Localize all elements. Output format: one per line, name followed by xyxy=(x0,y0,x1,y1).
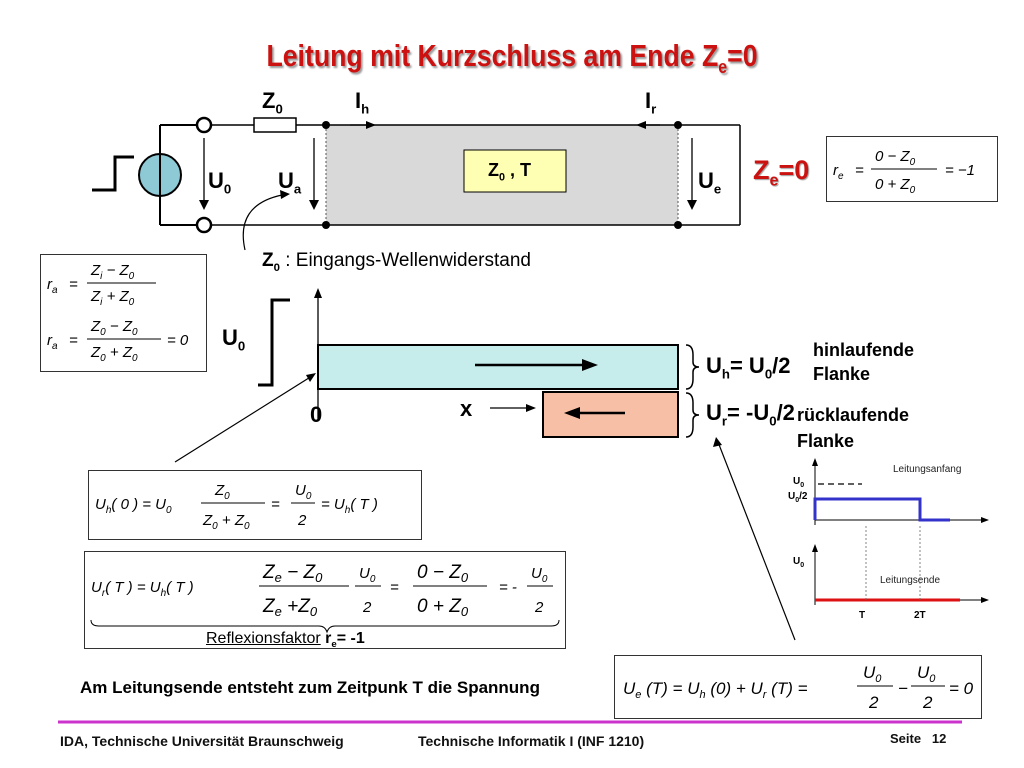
timing-u0-top: U0 xyxy=(793,476,805,489)
label-ih: Ih xyxy=(355,88,370,117)
timing-2t: 2T xyxy=(914,610,926,621)
svg-text:2: 2 xyxy=(297,512,307,529)
terminal-bottom xyxy=(195,216,213,234)
formula-ur: Ur( T ) = Uh( T ) Ze − Z0 Ze +Z0 U0 2 = … xyxy=(84,551,566,649)
svg-text:= Uh( T ): = Uh( T ) xyxy=(321,496,378,516)
svg-text:= -: = - xyxy=(499,579,517,596)
timing-leitungsanfang: Leitungsanfang xyxy=(893,464,962,475)
svg-text:Z0: Z0 xyxy=(214,482,230,502)
footer-page: Seite 12 xyxy=(890,731,947,746)
label-uh: Uh= U0/2 xyxy=(706,353,791,382)
svg-text:Zi + Z0: Zi + Z0 xyxy=(90,288,135,308)
svg-text:0 − Z0: 0 − Z0 xyxy=(417,562,469,585)
resistor-z0 xyxy=(253,117,297,133)
timing-leitungsende: Leitungsende xyxy=(880,575,941,586)
input-impedance-note: Z0 : Eingangs-Wellenwiderstand xyxy=(262,250,531,274)
svg-text:0 − Z0: 0 − Z0 xyxy=(875,148,916,168)
reflected-wave-bar xyxy=(542,391,679,438)
svg-text:Z0 − Z0: Z0 − Z0 xyxy=(90,318,138,338)
svg-text:Uh( 0 ) = U0: Uh( 0 ) = U0 xyxy=(95,496,172,516)
svg-text:=: = xyxy=(69,332,78,349)
label-z0: Z0 xyxy=(262,88,283,117)
reflection-factor-label: Reflexionsfaktor re= -1 xyxy=(206,630,365,651)
svg-text:re: re xyxy=(833,162,844,182)
formula-ra: ra = Zi − Z0 Zi + Z0 ra = Z0 − Z0 Z0 + Z… xyxy=(40,254,207,372)
terminal-top xyxy=(195,116,213,134)
timing-u0-half: U0/2 xyxy=(788,491,808,504)
step-symbol xyxy=(92,155,134,192)
label-ze: Ze=0 xyxy=(753,155,810,190)
svg-text:ra: ra xyxy=(47,276,58,296)
svg-text:U0: U0 xyxy=(295,482,312,502)
formula-uh: Uh( 0 ) = U0 Z0 Z0 + Z0 = U0 2 = Uh( T ) xyxy=(88,470,422,540)
svg-text:Z0 + Z0: Z0 + Z0 xyxy=(90,344,138,364)
conclusion-text: Am Leitungsende entsteht zum Zeitpunk T … xyxy=(80,678,540,697)
timing-t: T xyxy=(859,610,866,621)
timing-u0-bottom: U0 xyxy=(793,556,805,569)
svg-text:ra: ra xyxy=(47,332,58,352)
timing-anfang-line xyxy=(813,497,950,522)
page-title: Leitung mit Kurzschluss am Ende Ze=0 xyxy=(266,38,758,78)
wave-label-zero: 0 xyxy=(310,402,323,427)
svg-text:=: = xyxy=(69,276,78,293)
footer-course: Technische Informatik I (INF 1210) xyxy=(418,733,645,749)
svg-text:= 0: = 0 xyxy=(949,679,974,698)
formula-re: re = 0 − Z0 0 + Z0 = −1 xyxy=(826,136,998,202)
svg-text:2: 2 xyxy=(922,693,933,712)
svg-text:= −1: = −1 xyxy=(945,162,975,179)
svg-text:−: − xyxy=(898,679,908,698)
svg-text:0 + Z0: 0 + Z0 xyxy=(417,596,469,619)
forward-wave-bar xyxy=(317,344,679,390)
svg-text:=: = xyxy=(855,162,864,179)
svg-text:Ze − Z0: Ze − Z0 xyxy=(262,562,323,585)
svg-text:2: 2 xyxy=(868,693,879,712)
formula-ue: Ue (T) = Uh (0) + Ur (T) = U0 2 − U0 2 =… xyxy=(614,655,982,719)
svg-text:Ur( T ) = Uh( T ): Ur( T ) = Uh( T ) xyxy=(91,579,194,599)
svg-text:=: = xyxy=(390,579,399,596)
svg-text:= 0: = 0 xyxy=(167,332,189,349)
step-symbol-wave xyxy=(258,298,290,387)
svg-text:2: 2 xyxy=(362,599,372,616)
svg-text:Ze +Z0: Ze +Z0 xyxy=(262,596,318,619)
label-ir: Ir xyxy=(645,88,657,117)
svg-text:2: 2 xyxy=(534,599,544,616)
svg-text:Ue (T) = Uh (0) + Ur (T) =: Ue (T) = Uh (0) + Ur (T) = xyxy=(623,679,808,701)
svg-text:U0: U0 xyxy=(917,663,936,685)
svg-text:0 + Z0: 0 + Z0 xyxy=(875,176,916,196)
svg-text:=: = xyxy=(271,496,280,513)
svg-text:U0: U0 xyxy=(863,663,882,685)
svg-text:Z0 + Z0: Z0 + Z0 xyxy=(202,512,250,532)
wave-label-u0: U0 xyxy=(222,325,246,354)
label-u0: U0 xyxy=(208,168,232,197)
svg-text:U0: U0 xyxy=(531,565,548,585)
footer-institution: IDA, Technische Universität Braunschweig xyxy=(60,733,344,749)
label-ur: Ur= -U0/2 xyxy=(706,400,795,429)
label-line-z0t: Z0 , T xyxy=(488,160,532,184)
svg-text:U0: U0 xyxy=(359,565,376,585)
label-ue: Ue xyxy=(698,168,722,197)
label-ua: Ua xyxy=(278,168,302,197)
svg-text:Zi − Z0: Zi − Z0 xyxy=(90,262,135,282)
wave-label-x: x xyxy=(460,396,473,421)
